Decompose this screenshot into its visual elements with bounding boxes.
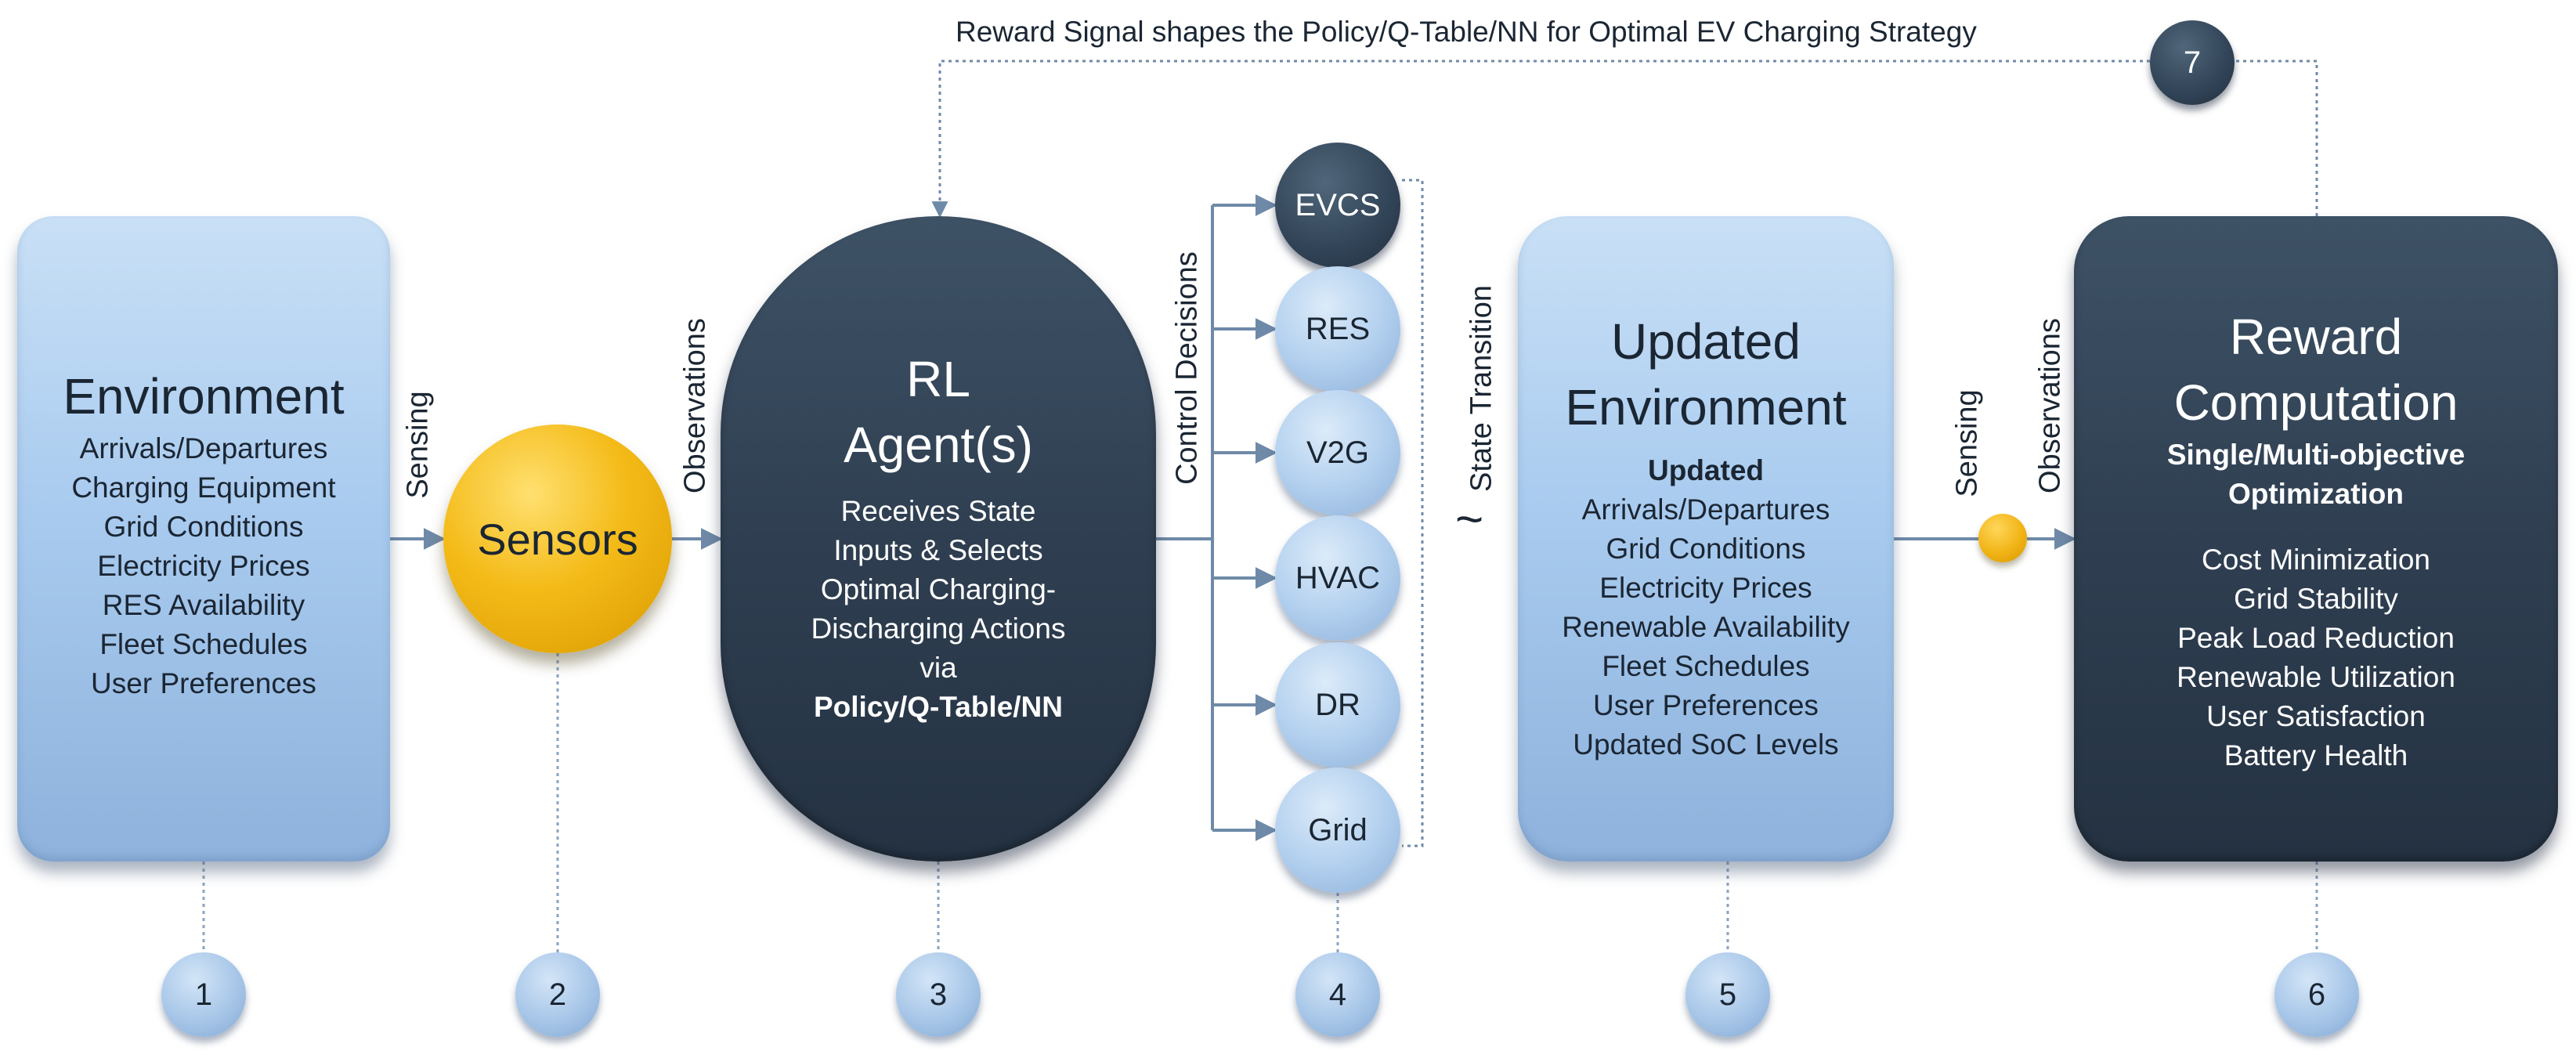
agent-title-line1: RL bbox=[906, 351, 970, 407]
component-v2g: V2G bbox=[1275, 390, 1400, 515]
agent-policy: Policy/Q-Table/NN bbox=[814, 691, 1063, 723]
reward-item: Grid Stability bbox=[2234, 583, 2398, 615]
sensing-label-2: Sensing bbox=[1950, 389, 1984, 497]
reward-subtitle-line1: Single/Multi-objective bbox=[2166, 439, 2466, 471]
environment-title: Environment bbox=[63, 368, 345, 425]
state-transition-label: State Transition bbox=[1465, 284, 1498, 493]
environment-item: Grid Conditions bbox=[103, 511, 304, 543]
environment-item: User Preferences bbox=[91, 667, 316, 699]
control-decisions-label: Control Decisions bbox=[1170, 251, 1204, 485]
step-number-1: 1 bbox=[161, 952, 246, 1037]
reward-feedback-loop-2 bbox=[931, 60, 2150, 219]
reward-title-line2: Computation bbox=[2173, 374, 2459, 431]
updated-env-item: Electricity Prices bbox=[1599, 572, 1812, 604]
observations-label: Observations bbox=[678, 318, 712, 493]
updated-env-item: User Preferences bbox=[1593, 689, 1819, 721]
component-grid: Grid bbox=[1275, 768, 1400, 893]
updated-env-item: Fleet Schedules bbox=[1602, 650, 1810, 682]
step-number-2: 2 bbox=[515, 952, 600, 1037]
reward-item: Peak Load Reduction bbox=[2177, 622, 2455, 654]
observations-label-2: Observations bbox=[2033, 318, 2067, 493]
tilde-symbol: ~ bbox=[1455, 493, 1484, 547]
component-evcs: EVCS bbox=[1275, 143, 1400, 268]
component-hvac: HVAC bbox=[1275, 515, 1400, 641]
rl-agent-box: RL Agent(s) Receives State Inputs & Sele… bbox=[721, 216, 1156, 862]
reward-subtitle-line2: Optimization bbox=[2227, 478, 2404, 510]
updated-env-title-line2: Environment bbox=[1565, 379, 1847, 435]
environment-item: Fleet Schedules bbox=[99, 628, 308, 660]
sensing-label: Sensing bbox=[401, 391, 435, 499]
reward-item: Cost Minimization bbox=[2202, 544, 2430, 576]
step-number-5: 5 bbox=[1685, 952, 1770, 1037]
updated-env-item: Arrivals/Departures bbox=[1581, 493, 1830, 526]
state-transition-bracket bbox=[1402, 179, 1424, 847]
sensors-node: Sensors bbox=[443, 425, 672, 653]
reward-signal-caption: Reward Signal shapes the Policy/Q-Table/… bbox=[956, 16, 1977, 48]
environment-item: Arrivals/Departures bbox=[79, 432, 328, 464]
agent-desc-line: Discharging Actions bbox=[811, 612, 1066, 645]
component-dr: DR bbox=[1275, 642, 1400, 768]
updated-env-item: Updated SoC Levels bbox=[1573, 728, 1839, 761]
agent-desc-line: via bbox=[919, 652, 957, 684]
environment-box: Environment Arrivals/Departures Charging… bbox=[17, 216, 390, 862]
reward-feedback-loop bbox=[2235, 60, 2318, 216]
environment-item: RES Availability bbox=[102, 589, 305, 621]
updated-env-subtitle: Updated bbox=[1648, 454, 1764, 486]
agent-desc-line: Optimal Charging- bbox=[820, 573, 1057, 605]
updated-env-item: Grid Conditions bbox=[1606, 533, 1806, 565]
updated-environment-box: Updated Environment Updated Arrivals/Dep… bbox=[1518, 216, 1894, 862]
reward-item: Renewable Utilization bbox=[2177, 661, 2455, 693]
step-number-7: 7 bbox=[2150, 20, 2235, 105]
updated-env-title-line1: Updated bbox=[1611, 313, 1801, 370]
step-number-3: 3 bbox=[896, 952, 981, 1037]
step-number-6: 6 bbox=[2274, 952, 2359, 1037]
reward-item: User Satisfaction bbox=[2206, 700, 2426, 732]
environment-item: Charging Equipment bbox=[71, 471, 336, 504]
component-res: RES bbox=[1275, 266, 1400, 392]
reward-item: Battery Health bbox=[2224, 739, 2408, 771]
reward-computation-box: Reward Computation Single/Multi-objectiv… bbox=[2074, 216, 2558, 862]
agent-desc-line: Inputs & Selects bbox=[833, 534, 1043, 566]
step-number-4: 4 bbox=[1295, 952, 1380, 1037]
agent-title-line2: Agent(s) bbox=[844, 417, 1033, 473]
reward-title-line1: Reward bbox=[2229, 309, 2403, 365]
sensing-dot bbox=[1978, 514, 2027, 562]
agent-desc-line: Receives State bbox=[840, 495, 1036, 527]
updated-env-item: Renewable Availability bbox=[1562, 611, 1850, 643]
environment-item: Electricity Prices bbox=[97, 550, 310, 582]
